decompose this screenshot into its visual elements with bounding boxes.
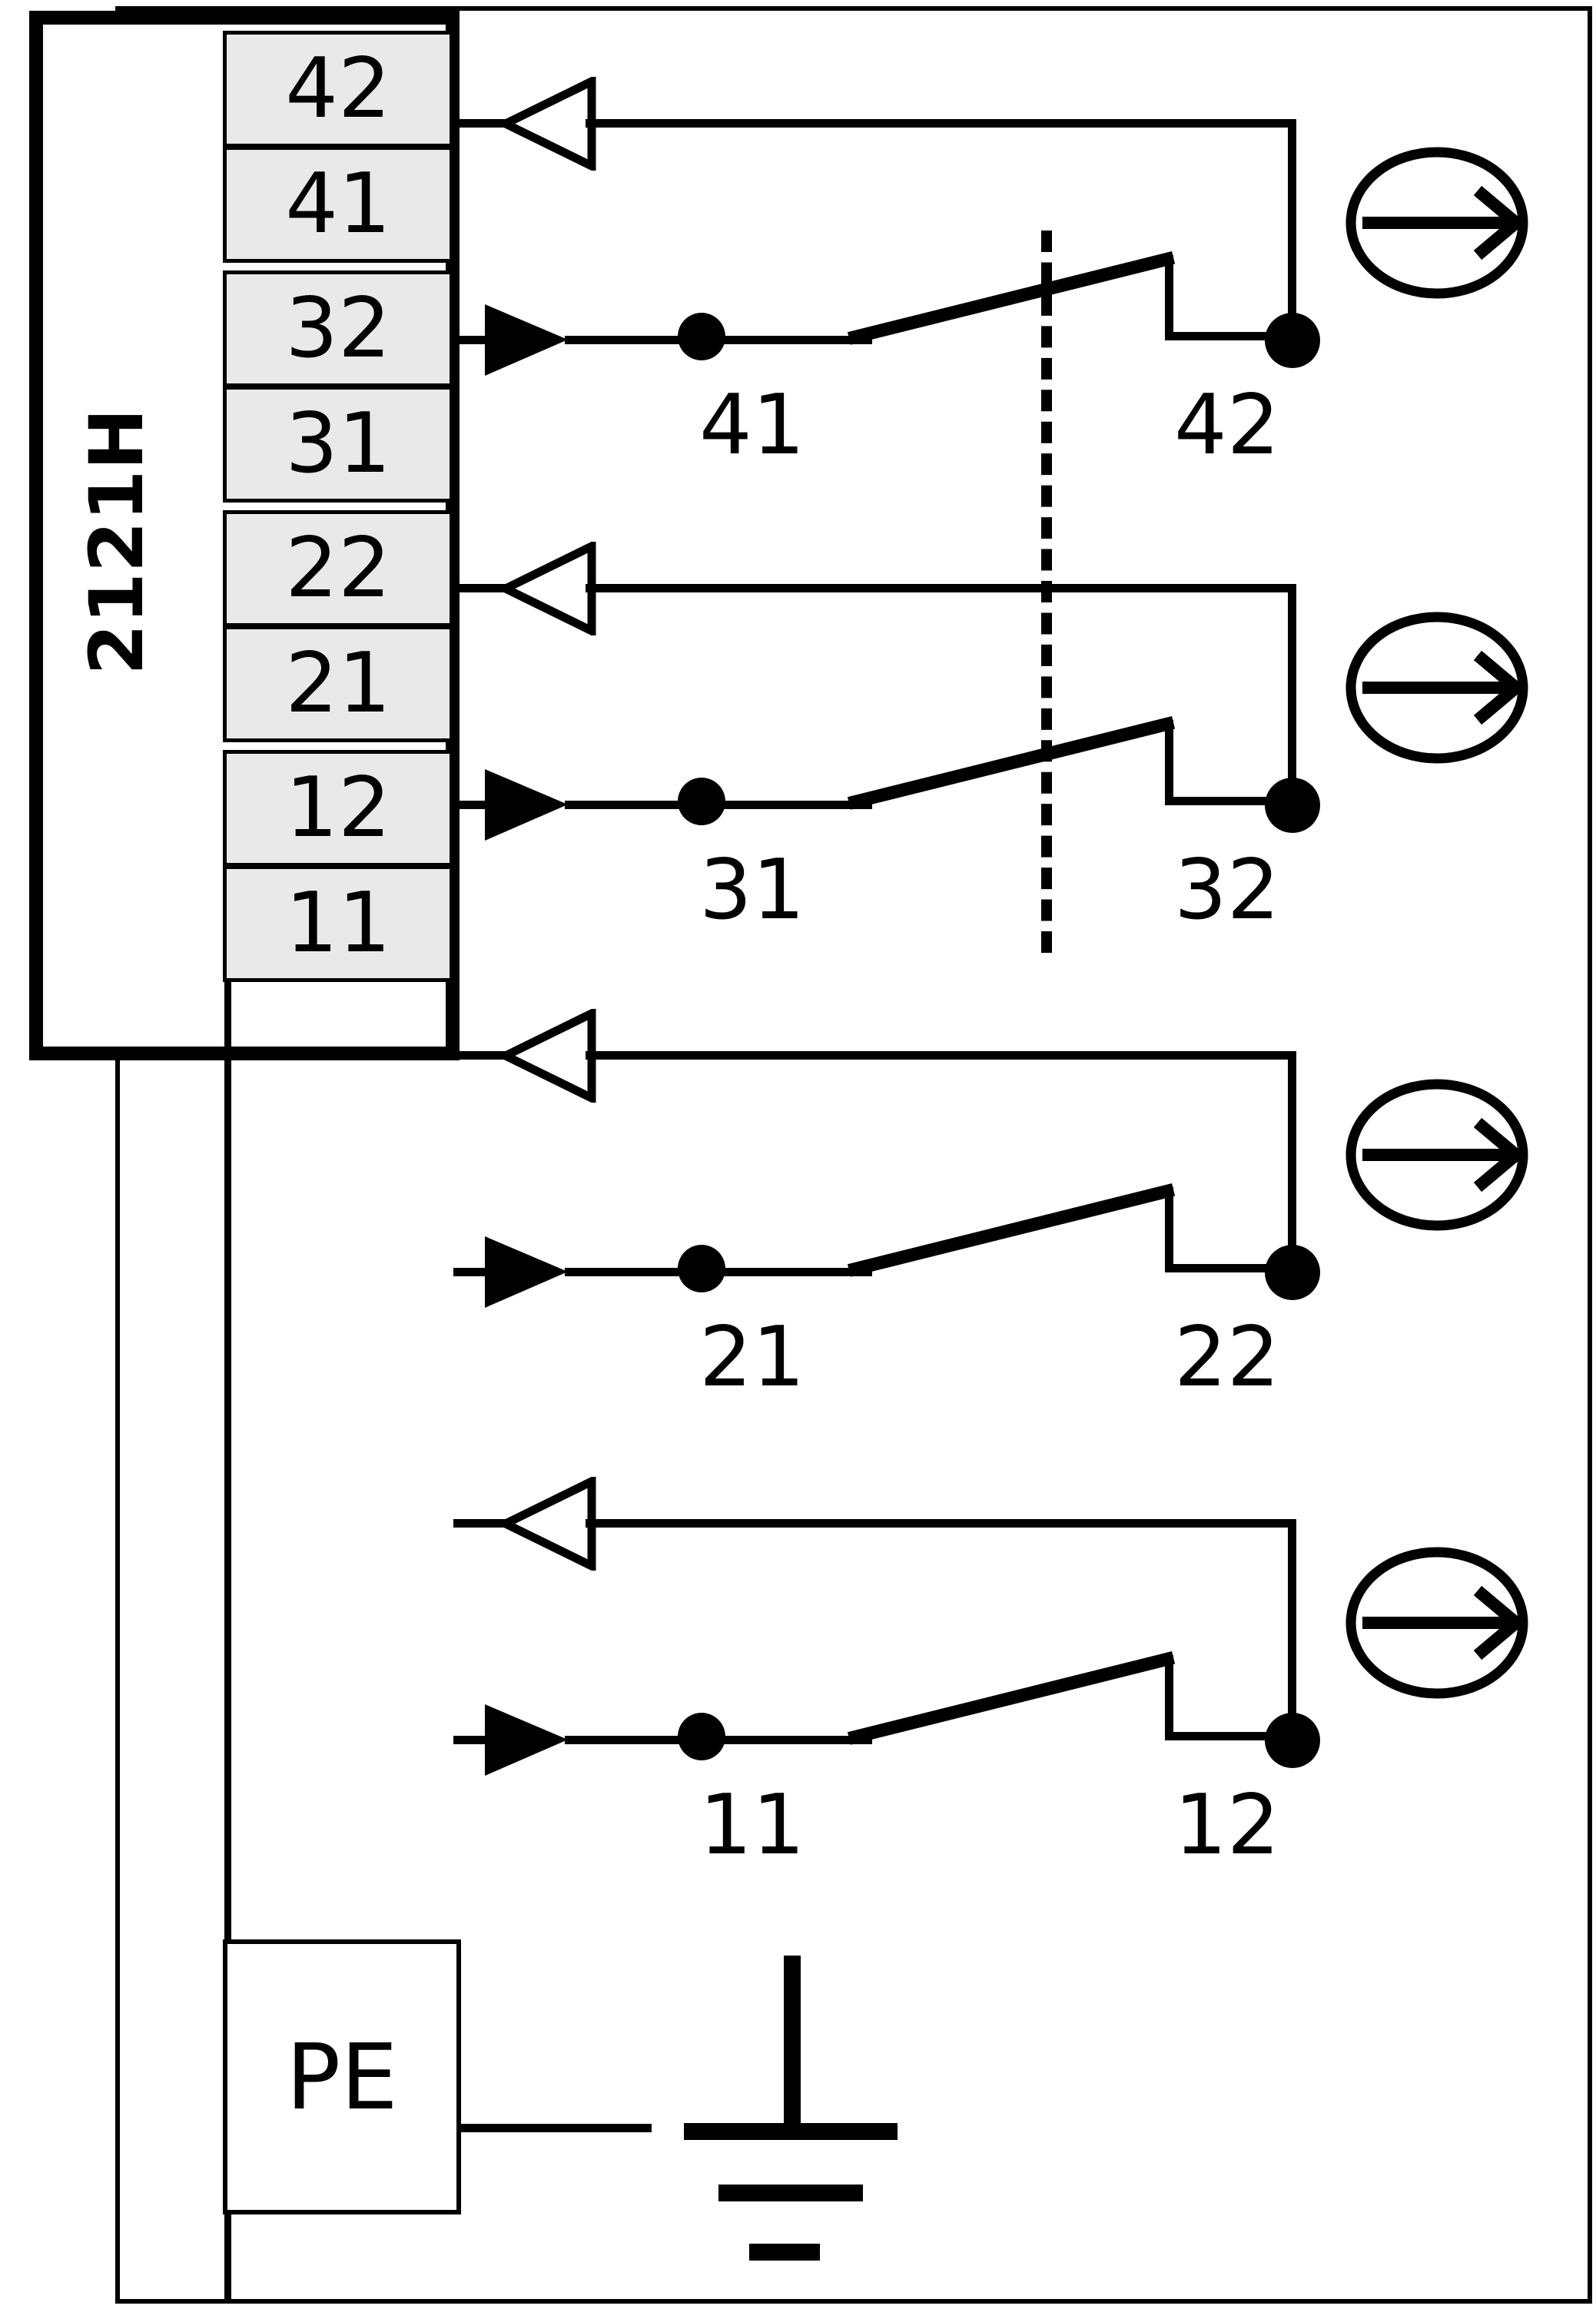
junction-dot-31 xyxy=(678,778,725,825)
actuator-arrow-circle-icon-4 xyxy=(1345,147,1528,299)
terminal-label-12: 12 xyxy=(285,760,391,856)
ground-bar-2 xyxy=(718,2185,863,2201)
open-arrow-icon-12 xyxy=(498,1477,596,1571)
terminal-cell-22[interactable]: 22 xyxy=(223,510,453,627)
wire-pe-bottom-drop xyxy=(224,2213,231,2304)
ground-bar-1 xyxy=(684,2123,898,2140)
terminal-label-31: 31 xyxy=(285,396,391,492)
junction-dot-41 xyxy=(678,313,725,360)
terminal-cell-41[interactable]: 41 xyxy=(223,146,453,263)
contact-number-41: 41 xyxy=(699,377,805,473)
junction-dot-22 xyxy=(1265,1245,1320,1300)
ground-bar-3 xyxy=(749,2244,820,2261)
fixed-contact-lead-22 xyxy=(1165,1264,1296,1272)
actuator-arrow-circle-icon-2 xyxy=(1345,1079,1528,1231)
actuator-arrow-circle-icon-1 xyxy=(1345,1547,1528,1699)
terminal-cell-21[interactable]: 21 xyxy=(223,625,453,742)
wire-pe-to-ground xyxy=(458,2124,652,2132)
terminal-label-42: 42 xyxy=(285,41,391,137)
open-arrow-icon-42 xyxy=(498,77,596,171)
solid-arrow-icon-41 xyxy=(485,304,568,376)
contact-number-22: 22 xyxy=(1174,1309,1280,1405)
contact-number-12: 12 xyxy=(1174,1777,1280,1873)
junction-dot-21 xyxy=(678,1245,725,1292)
wire-pe-drop xyxy=(224,982,231,1942)
terminal-cell-42[interactable]: 42 xyxy=(223,31,453,148)
fixed-contact-post-32 xyxy=(1165,720,1173,805)
wire-12-drop xyxy=(1288,1519,1296,1742)
wire-42-stub xyxy=(453,119,515,128)
device-name-label: 2121H xyxy=(74,408,160,675)
wire-22-stub xyxy=(453,1051,515,1060)
terminal-cell-31[interactable]: 31 xyxy=(223,386,453,503)
fixed-contact-lead-32 xyxy=(1165,797,1296,805)
terminal-label-41: 41 xyxy=(285,156,391,252)
open-arrow-icon-22 xyxy=(498,1009,596,1103)
actuator-arrow-circle-icon-3 xyxy=(1345,612,1528,764)
contact-number-21: 21 xyxy=(699,1309,805,1405)
wire-31-stub xyxy=(453,801,492,809)
terminal-cell-12[interactable]: 12 xyxy=(223,750,453,867)
terminal-cell-32[interactable]: 32 xyxy=(223,270,453,387)
wire-32-drop xyxy=(1288,584,1296,807)
solid-arrow-icon-21 xyxy=(485,1236,568,1308)
diagram-outer-frame xyxy=(115,6,1592,2304)
pe-label: PE xyxy=(286,2024,398,2130)
terminal-cell-11[interactable]: 11 xyxy=(223,865,453,982)
junction-dot-42 xyxy=(1265,313,1320,368)
wire-32-stub xyxy=(453,584,515,592)
terminal-label-32: 32 xyxy=(285,280,391,377)
fixed-contact-post-42 xyxy=(1165,255,1173,340)
wire-11-stub xyxy=(453,1736,492,1744)
ground-stem xyxy=(784,1956,801,2126)
open-arrow-icon-32 xyxy=(498,542,596,635)
wire-42-drop xyxy=(1288,119,1296,342)
terminal-label-22: 22 xyxy=(285,520,391,616)
terminal-label-11: 11 xyxy=(285,875,391,971)
wire-32-run xyxy=(586,584,1296,592)
solid-arrow-icon-31 xyxy=(485,769,568,841)
junction-dot-11 xyxy=(678,1713,725,1760)
wire-41-stub xyxy=(453,336,492,344)
contact-number-32: 32 xyxy=(1174,842,1280,938)
solid-arrow-icon-11 xyxy=(485,1704,568,1776)
wire-22-run xyxy=(586,1051,1296,1060)
wire-22-drop xyxy=(1288,1051,1296,1274)
fixed-contact-lead-42 xyxy=(1165,332,1296,340)
fixed-contact-post-12 xyxy=(1165,1655,1173,1740)
junction-dot-12 xyxy=(1265,1713,1320,1768)
pe-terminal-box[interactable]: PE xyxy=(223,1939,461,2214)
fixed-contact-post-22 xyxy=(1165,1187,1173,1272)
contact-number-31: 31 xyxy=(699,842,805,938)
wire-12-stub xyxy=(453,1519,515,1528)
terminal-label-21: 21 xyxy=(285,635,391,732)
junction-dot-32 xyxy=(1265,778,1320,833)
contact-number-42: 42 xyxy=(1174,377,1280,473)
contact-number-11: 11 xyxy=(699,1777,805,1873)
fixed-contact-lead-12 xyxy=(1165,1732,1296,1740)
wire-12-run xyxy=(586,1519,1296,1528)
wire-42-run xyxy=(586,119,1296,128)
wire-21-stub xyxy=(453,1268,492,1276)
